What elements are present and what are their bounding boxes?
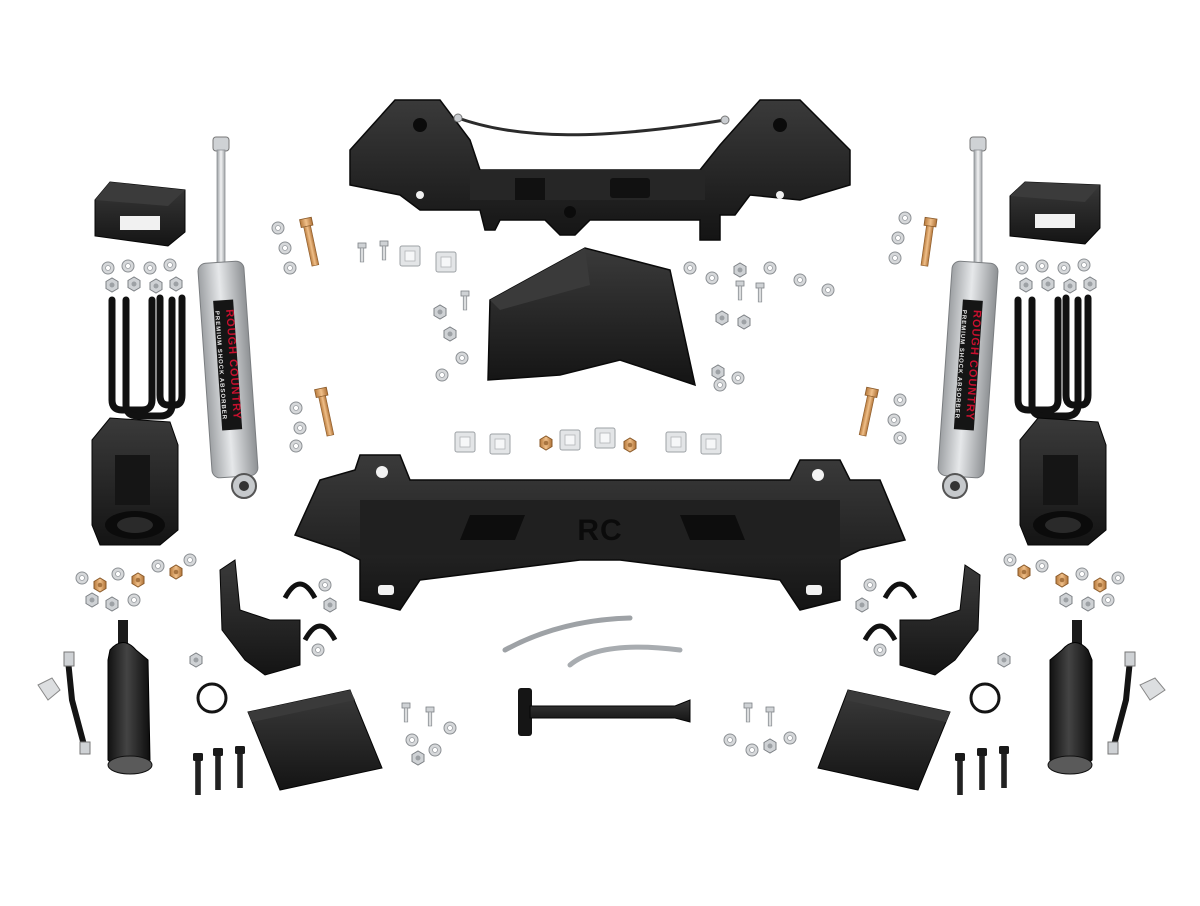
u-bolts-left — [108, 294, 186, 420]
snap-rings — [196, 682, 1001, 714]
u-bolts-right — [1014, 294, 1092, 420]
lower-crossmember: RC — [293, 454, 907, 611]
fittings — [502, 615, 683, 668]
skid-panel-right — [817, 689, 951, 791]
shock-left: ROUGH COUNTRY PREMIUM SHOCK ABSORBER — [197, 136, 259, 499]
shock-right: ROUGH COUNTRY PREMIUM SHOCK ABSORBER — [937, 136, 999, 499]
skid-panel-left — [247, 689, 383, 791]
u-brackets — [282, 581, 918, 642]
bracket-left — [219, 559, 301, 676]
bump-stop-right — [1047, 620, 1093, 775]
rc-logo: RC — [577, 514, 622, 547]
bracket-right — [899, 564, 981, 676]
brake-line-right — [1107, 651, 1166, 755]
skid-plate — [487, 247, 697, 387]
bump-stop-left — [107, 620, 153, 775]
brake-line-left — [37, 651, 91, 755]
upper-crossmember — [349, 99, 851, 241]
spacer-left — [91, 417, 179, 546]
lift-block-right — [1009, 181, 1101, 245]
sway-bar-link — [518, 688, 691, 736]
spacer-right — [1019, 417, 1107, 546]
lift-block-left — [94, 181, 186, 247]
